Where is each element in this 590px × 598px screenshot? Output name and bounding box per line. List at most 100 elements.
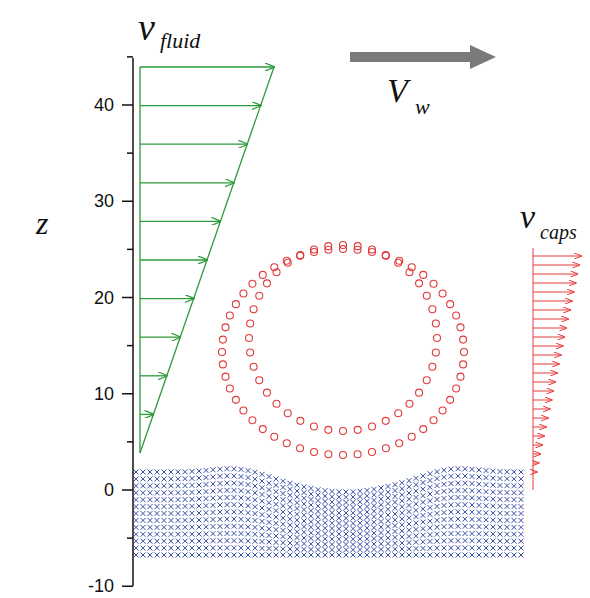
- axis-tick: [127, 56, 133, 58]
- mesh-node: [421, 487, 426, 492]
- mesh-node: [239, 517, 244, 522]
- mesh-node: [351, 547, 356, 552]
- membrane-node: [310, 246, 317, 253]
- membrane-node: [259, 271, 266, 278]
- axis-label: z: [36, 207, 48, 239]
- mesh-node: [162, 518, 167, 523]
- mesh-node: [491, 490, 496, 495]
- capsule-velocity-arrow: [533, 265, 579, 266]
- mesh-node: [225, 495, 230, 500]
- mesh-node: [512, 518, 517, 523]
- mesh-node: [435, 476, 440, 481]
- mesh-node: [512, 476, 517, 481]
- membrane-node: [340, 428, 347, 435]
- mesh-node: [323, 494, 328, 499]
- mesh-node: [449, 553, 454, 558]
- mesh-node: [141, 532, 146, 537]
- mesh-node: [442, 517, 447, 522]
- mesh-node: [267, 533, 272, 538]
- capsule-velocity-arrow: [533, 409, 550, 410]
- mesh-node: [253, 484, 258, 489]
- mesh-node: [463, 502, 468, 507]
- mesh-node: [134, 539, 139, 544]
- mesh-node: [463, 488, 468, 493]
- mesh-node: [498, 497, 503, 502]
- capsule-velocity-arrow: [533, 301, 572, 302]
- mesh-node: [442, 489, 447, 494]
- mesh-node: [358, 521, 363, 526]
- mesh-node: [225, 524, 230, 529]
- mesh-node: [456, 531, 461, 536]
- mesh-node: [260, 539, 265, 544]
- mesh-node: [190, 497, 195, 502]
- mesh-node: [281, 522, 286, 527]
- mesh-node: [246, 475, 251, 480]
- mesh-node: [260, 499, 265, 504]
- mesh-node: [330, 515, 335, 520]
- mesh-node: [393, 494, 398, 499]
- mesh-node: [162, 539, 167, 544]
- mesh-node: [141, 518, 146, 523]
- mesh-node: [302, 507, 307, 512]
- membrane-node: [340, 452, 347, 459]
- mesh-node: [421, 473, 426, 478]
- mesh-node: [155, 490, 160, 495]
- mesh-node: [155, 532, 160, 537]
- mesh-node: [169, 476, 174, 481]
- mesh-node: [386, 524, 391, 529]
- mesh-node: [190, 525, 195, 530]
- mesh-node: [379, 530, 384, 535]
- mesh-node: [379, 553, 384, 558]
- mesh-node: [295, 494, 300, 499]
- mesh-node: [204, 482, 209, 487]
- mesh-node: [498, 518, 503, 523]
- mesh-node: [393, 535, 398, 540]
- mesh-node: [267, 526, 272, 531]
- capsule-velocity-arrow: [533, 418, 548, 419]
- membrane-node: [263, 389, 270, 396]
- mesh-node: [162, 470, 167, 475]
- mesh-node: [372, 509, 377, 514]
- mesh-node: [162, 490, 167, 495]
- mesh-node: [477, 531, 482, 536]
- mesh-node: [232, 488, 237, 493]
- mesh-node: [204, 510, 209, 515]
- mesh-node: [470, 474, 475, 479]
- mesh-node: [491, 553, 496, 558]
- mesh-node: [309, 508, 314, 513]
- mesh-node: [302, 501, 307, 506]
- mesh-node: [491, 532, 496, 537]
- mesh-node: [141, 546, 146, 551]
- mesh-node: [393, 500, 398, 505]
- mesh-node: [302, 541, 307, 546]
- mesh-node: [288, 541, 293, 546]
- mesh-node: [288, 505, 293, 510]
- membrane-node: [457, 373, 464, 380]
- mesh-node: [330, 494, 335, 499]
- fluid-velocity-profile: [140, 67, 274, 453]
- mesh-node: [449, 488, 454, 493]
- mesh-node: [421, 513, 426, 518]
- mesh-node: [176, 483, 181, 488]
- mesh-node: [218, 481, 223, 486]
- mesh-node: [428, 532, 433, 537]
- capsule-velocity-arrow: [533, 445, 542, 446]
- mesh-node: [351, 537, 356, 542]
- mesh-node: [267, 539, 272, 544]
- mesh-node: [484, 468, 489, 473]
- mesh-node: [456, 473, 461, 478]
- mesh-node: [225, 509, 230, 514]
- mesh-node: [134, 518, 139, 523]
- mesh-node: [295, 506, 300, 511]
- mesh-node: [330, 500, 335, 505]
- mesh-node: [421, 526, 426, 531]
- mesh-node: [274, 495, 279, 500]
- membrane-node: [429, 363, 436, 370]
- mesh-node: [204, 489, 209, 494]
- membrane-node: [430, 417, 437, 424]
- mesh-node: [239, 553, 244, 558]
- mesh-node: [204, 531, 209, 536]
- mesh-node: [211, 496, 216, 501]
- mesh-node: [463, 466, 468, 471]
- mesh-node: [162, 504, 167, 509]
